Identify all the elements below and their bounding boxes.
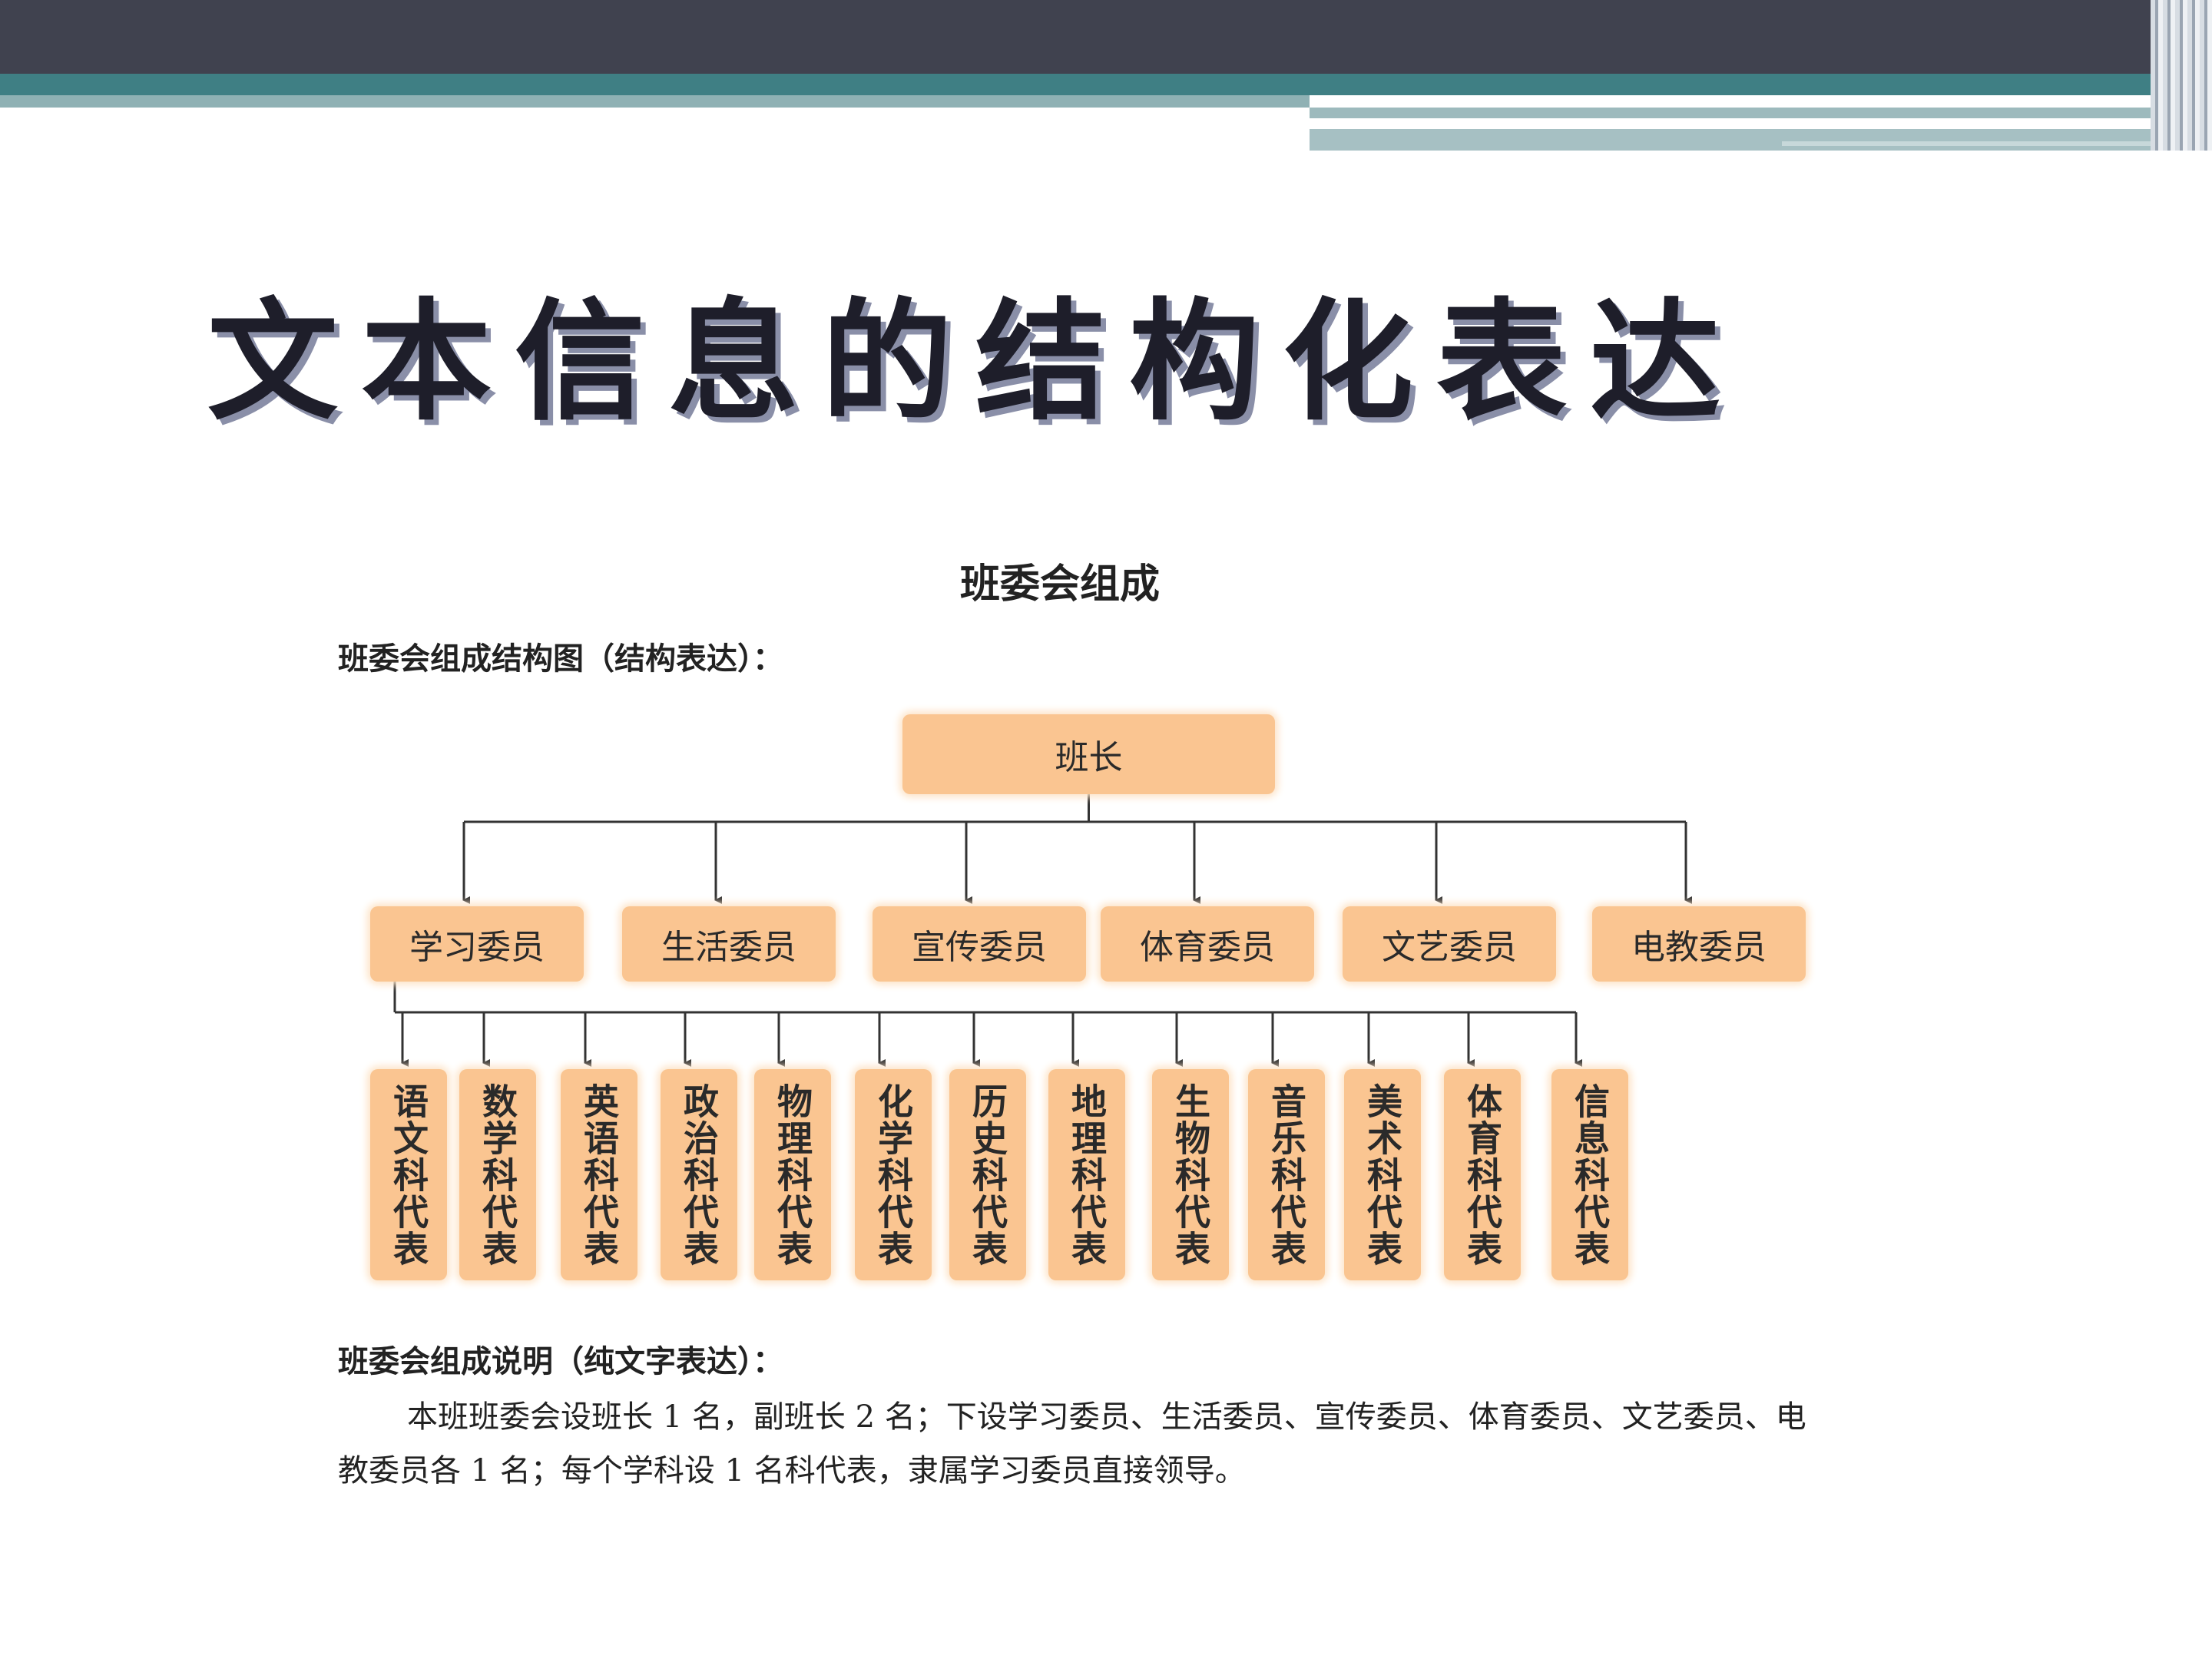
org-node-subject-rep: 音乐科代表 [1248,1069,1325,1280]
top-banner-accent [0,74,2212,95]
org-node-subject-rep: 美术科代表 [1344,1069,1421,1280]
org-node-subject-rep: 生物科代表 [1152,1069,1229,1280]
org-node-subject-rep: 物理科代表 [754,1069,831,1280]
org-node-committee: 宣传委员 [873,906,1086,982]
org-chart-connectors [393,794,1692,1067]
top-banner-stripe [1782,141,2166,146]
top-banner-accent-light [0,95,1310,108]
org-figure: 班委会组成 班委会组成结构图（结构表达）： 班长学习委员生活委员宣传委员体育委员… [330,538,1859,1528]
org-node-committee: 体育委员 [1101,906,1314,982]
page-title: 文本信息的结构化表达 [207,286,1744,439]
org-node-subject-rep: 体育科代表 [1444,1069,1521,1280]
top-banner-dark [0,0,2212,74]
top-banner-stripe [1310,129,2162,151]
corner-decoration [2151,0,2212,151]
org-node-committee: 学习委员 [370,906,584,982]
org-node-committee: 电教委员 [1592,906,1806,982]
org-node-subject-rep: 数学科代表 [459,1069,536,1280]
org-node-committee: 生活委员 [622,906,836,982]
text-caption: 班委会组成说明（纯文字表达）： [338,1343,783,1379]
figure-title: 班委会组成 [959,561,1160,608]
text-description: 本班班委会设班长 1 名，副班长 2 名；下设学习委员、生活委员、宣传委员、体育… [338,1399,1806,1488]
org-node-subject-rep: 语文科代表 [370,1069,447,1280]
structure-caption: 班委会组成结构图（结构表达）： [338,641,783,677]
org-node-subject-rep: 信息科代表 [1551,1069,1628,1280]
org-node-subject-rep: 英语科代表 [561,1069,637,1280]
top-banner-stripe [1310,108,2185,118]
org-node-subject-rep: 化学科代表 [855,1069,932,1280]
org-node-subject-rep: 政治科代表 [661,1069,737,1280]
org-node-root: 班长 [902,714,1275,794]
org-node-subject-rep: 地理科代表 [1048,1069,1125,1280]
org-node-subject-rep: 历史科代表 [949,1069,1026,1280]
org-node-committee: 文艺委员 [1343,906,1556,982]
